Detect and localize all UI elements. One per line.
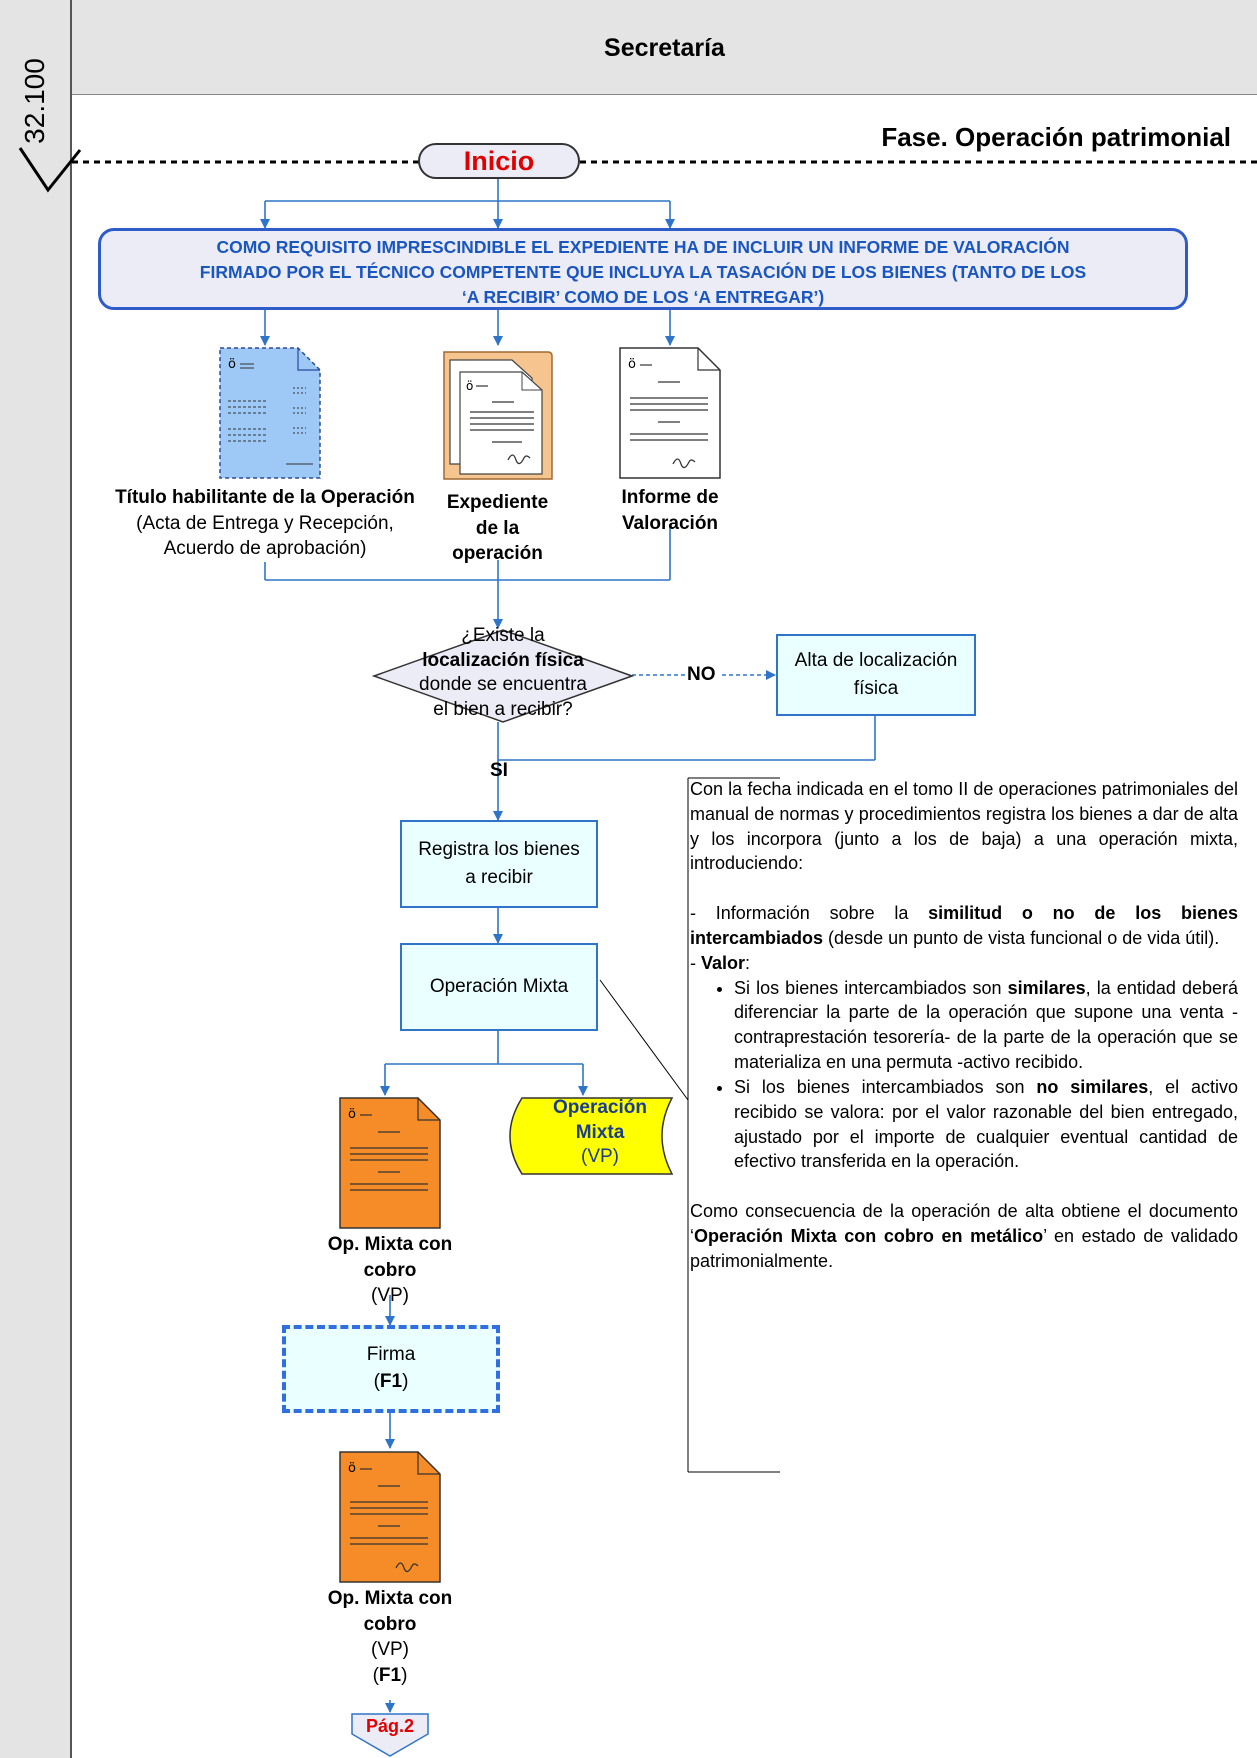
note-bullet-no-similares: Si los bienes intercambiados son no simi… (734, 1075, 1238, 1174)
svg-text:ö: ö (628, 357, 636, 372)
firma-process: Firma (F1) (282, 1325, 500, 1413)
op-mixta-signed-document-label: Op. Mixta con cobro (VP) (F1) (327, 1588, 453, 1686)
titulo-document-label: Título habilitante de la Operación (Acta… (115, 487, 415, 560)
svg-text:ö: ö (466, 379, 473, 393)
phase-label: Fase. Operación patrimonial (881, 122, 1231, 152)
decision-diamond (372, 629, 634, 723)
start-label: Inicio (463, 145, 535, 176)
titulo-document-icon: ö (219, 347, 321, 479)
start-terminator: Inicio (418, 143, 580, 179)
lane-sidebar (0, 0, 72, 1758)
no-branch-label: NO (687, 664, 716, 685)
svg-text:ö: ö (228, 357, 236, 372)
yes-branch-label: SI (490, 760, 508, 781)
expediente-label: Expediente de la operación (446, 492, 549, 565)
svg-text:ö: ö (348, 1461, 356, 1476)
operacion-mixta-process: Operación Mixta (400, 943, 598, 1031)
annotation-note: Con la fecha indicada en el tomo II de o… (690, 777, 1238, 1274)
operacion-mixta-datastore (509, 1097, 674, 1175)
op-mixta-signed-document-icon: ö (339, 1451, 441, 1583)
page-connector (351, 1713, 429, 1757)
op-mixta-document-label: Op. Mixta con cobro (VP) (327, 1234, 453, 1307)
operacion-mixta-datastore-label: Operación Mixta (VP) (553, 1097, 647, 1168)
page-connector-label: Pág.2 (365, 1716, 415, 1736)
expediente-folder-icon: ö (443, 351, 553, 480)
lane-title: Secretaría (604, 34, 725, 62)
lane-header (72, 0, 1257, 95)
informe-label: Informe de Valoración (621, 487, 719, 534)
op-mixta-document-icon: ö (339, 1097, 441, 1229)
decision-text: ¿Existe la localización física donde se … (419, 625, 587, 721)
svg-text:ö: ö (348, 1107, 356, 1122)
requirement-note: COMO REQUISITO IMPRESCINDIBLE EL EXPEDIE… (98, 228, 1188, 310)
note-bullet-similares: Si los bienes intercambiados son similar… (734, 976, 1238, 1075)
informe-document-icon: ö (619, 347, 721, 479)
